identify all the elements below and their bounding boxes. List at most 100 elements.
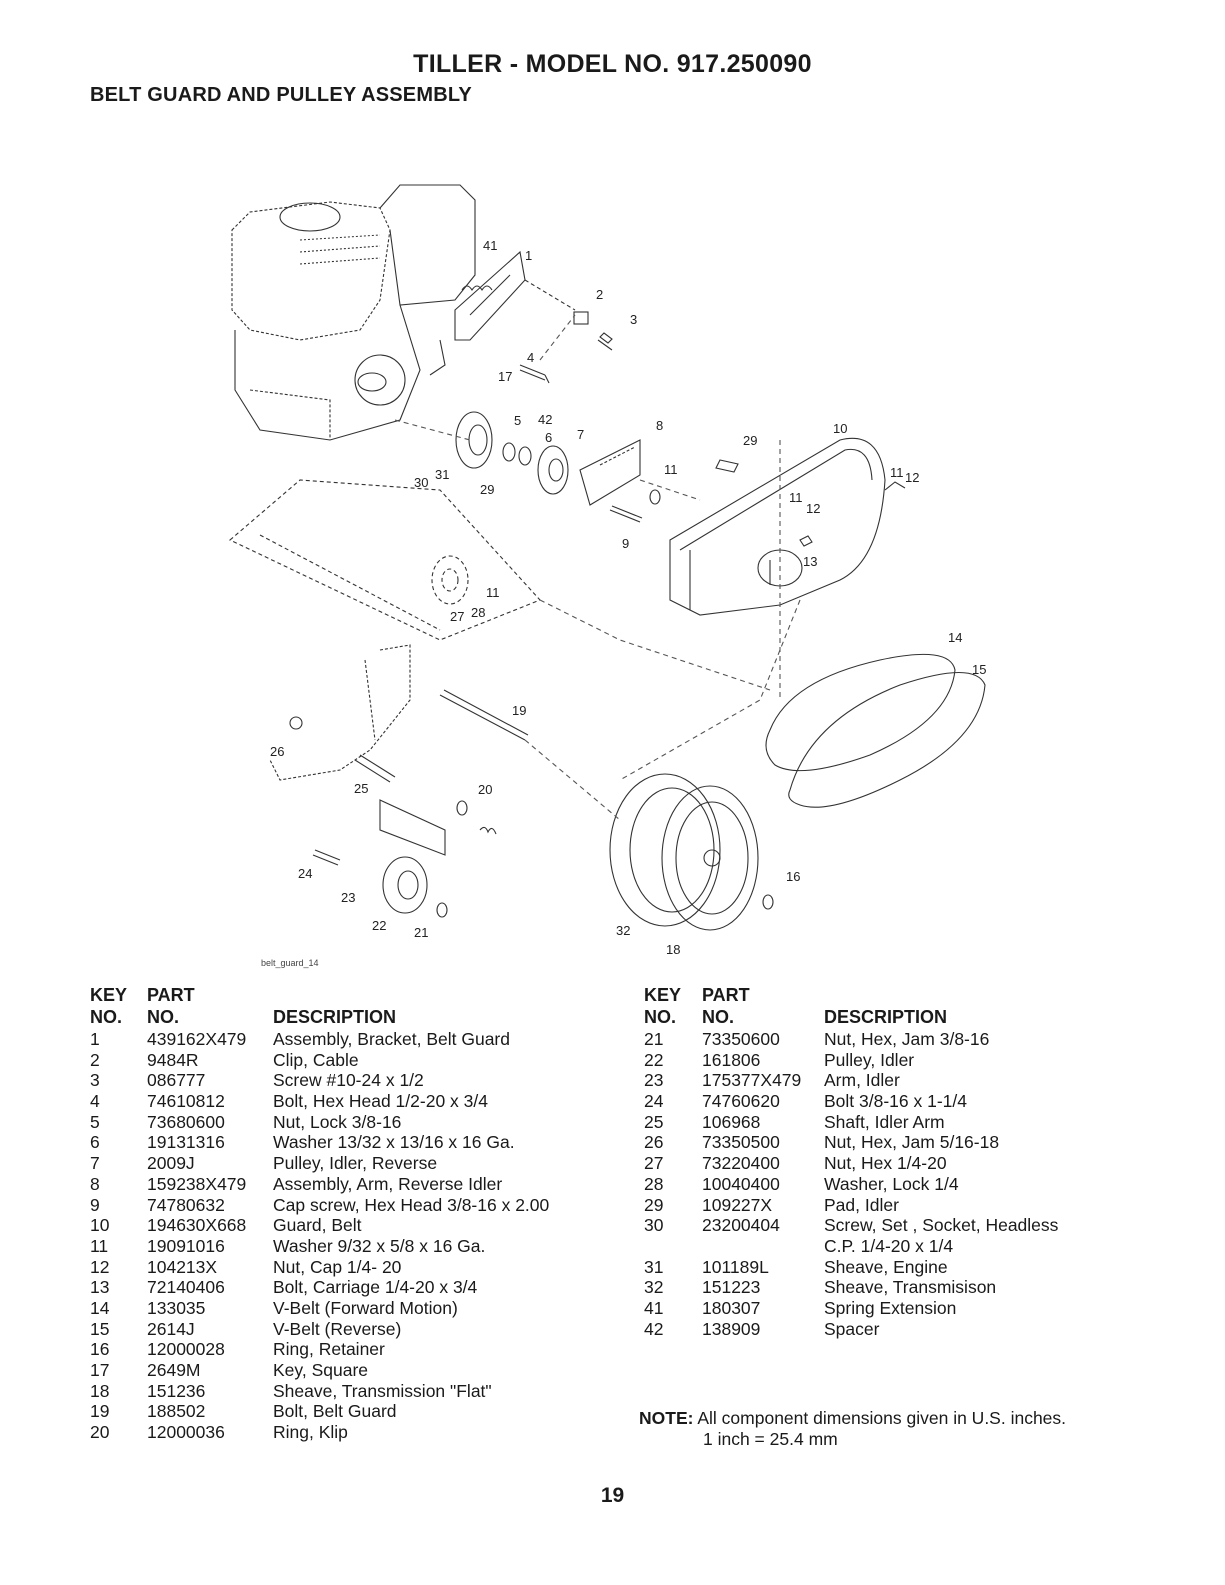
- part-description: Assembly, Arm, Reverse Idler: [273, 1173, 503, 1194]
- key-number: 3: [90, 1070, 100, 1091]
- key-number: 42: [644, 1318, 664, 1339]
- callout-5: 5: [514, 413, 522, 428]
- part-description: Bolt, Belt Guard: [273, 1401, 397, 1422]
- part-description: C.P. 1/4-20 x 1/4: [824, 1235, 954, 1256]
- header-description: DESCRIPTION: [273, 1007, 397, 1027]
- key-number: 22: [644, 1049, 664, 1070]
- key-number: 16: [90, 1339, 110, 1360]
- key-number: 25: [644, 1111, 664, 1132]
- part-number: 12000036: [147, 1422, 225, 1443]
- callout-12b: 12: [806, 501, 821, 516]
- part-description: V-Belt (Forward Motion): [273, 1297, 458, 1318]
- callout-18: 18: [666, 942, 681, 957]
- part-description: Screw, Set , Socket, Headless: [824, 1215, 1059, 1236]
- part-description: Screw #10-24 x 1/2: [273, 1070, 424, 1091]
- callout-2: 2: [596, 287, 604, 302]
- key-number: 19: [90, 1401, 110, 1422]
- part-number: 188502: [147, 1401, 206, 1422]
- part-number: 180307: [702, 1297, 761, 1318]
- tine-shield-drawing: [228, 479, 541, 641]
- part-description: Pulley, Idler: [824, 1049, 915, 1070]
- part-number: 101189L: [702, 1256, 769, 1277]
- key-number: 6: [90, 1132, 100, 1153]
- table-row: 19 188502 Bolt, Belt Guard: [90, 1401, 630, 1422]
- key-number: 8: [90, 1173, 100, 1194]
- key-number: 11: [90, 1235, 109, 1256]
- key-number: 4: [90, 1091, 100, 1112]
- key-number: 20: [90, 1422, 110, 1443]
- callout-29a: 29: [743, 433, 758, 448]
- header-part: PART: [702, 985, 750, 1005]
- callout-9: 9: [622, 536, 630, 551]
- header-key: KEY: [644, 985, 682, 1005]
- part-description: Nut, Lock 3/8-16: [273, 1111, 402, 1132]
- callout-29b: 29: [480, 482, 495, 497]
- part-number: 74610812: [147, 1091, 225, 1112]
- transmission-sheave-drawing: [609, 773, 774, 931]
- part-number: 175377X479: [702, 1070, 802, 1091]
- callout-4: 4: [527, 350, 535, 365]
- part-description: Guard, Belt: [273, 1215, 362, 1236]
- callout-11c: 11: [789, 490, 803, 505]
- part-number: 23200404: [702, 1215, 780, 1236]
- part-description: Nut, Hex 1/4-20: [824, 1153, 947, 1174]
- callout-8: 8: [656, 418, 664, 433]
- callout-11a: 11: [664, 462, 678, 477]
- callout-14: 14: [948, 630, 963, 645]
- key-number: 12: [90, 1256, 110, 1277]
- part-number: 104213X: [147, 1256, 218, 1277]
- part-number: 73220400: [702, 1153, 780, 1174]
- part-number: 109227X: [702, 1194, 773, 1215]
- key-number: 23: [644, 1070, 664, 1091]
- part-number: 73350500: [702, 1132, 780, 1153]
- part-description: Shaft, Idler Arm: [824, 1111, 945, 1132]
- callout-20: 20: [478, 782, 493, 797]
- key-number: 21: [644, 1029, 664, 1049]
- key-number: 30: [644, 1215, 664, 1236]
- part-description: Cap screw, Hex Head 3/8-16 x 2.00: [273, 1194, 550, 1215]
- part-number: 194630X668: [147, 1215, 247, 1236]
- key-number: 32: [644, 1277, 664, 1298]
- key-number: 9: [90, 1194, 100, 1215]
- part-number: 159238X479: [147, 1173, 247, 1194]
- callout-3: 3: [630, 312, 638, 327]
- part-description: Sheave, Engine: [824, 1256, 948, 1277]
- part-description: Key, Square: [273, 1360, 369, 1380]
- header-part-no: NO.: [702, 1007, 735, 1027]
- callout-23: 23: [341, 890, 356, 905]
- part-number: 151236: [147, 1380, 206, 1401]
- callout-27: 27: [450, 609, 465, 624]
- note-line-2: 1 inch = 25.4 mm: [703, 1429, 838, 1449]
- key-number: 2: [90, 1049, 100, 1070]
- key-number: 17: [90, 1360, 110, 1380]
- part-description: Bolt, Carriage 1/4-20 x 3/4: [273, 1277, 478, 1298]
- part-description: Nut, Hex, Jam 3/8-16: [824, 1029, 990, 1049]
- part-number: 133035: [147, 1297, 206, 1318]
- parts-list-header: KEY NO. PART NO. DESCRIPTION: [644, 985, 1164, 1029]
- bracket-drawing: [429, 250, 613, 384]
